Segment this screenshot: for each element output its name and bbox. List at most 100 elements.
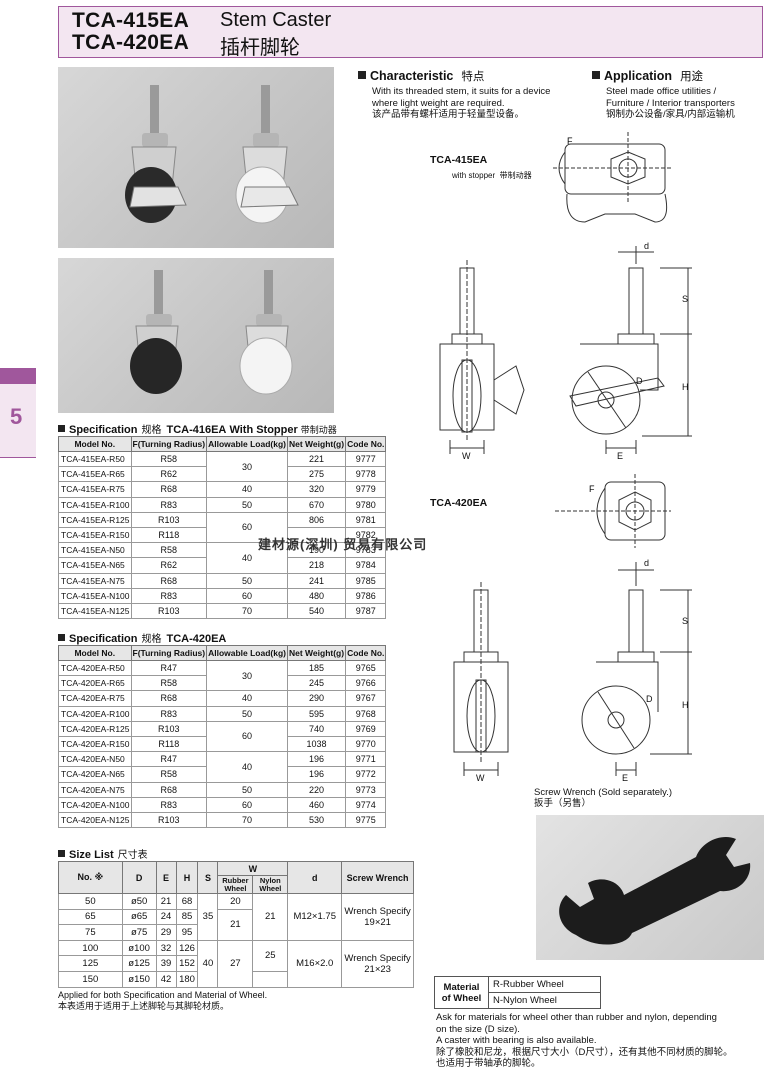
table-cell: 68: [175, 893, 199, 910]
table-cell: R58: [130, 542, 208, 559]
table-cell: ø150: [121, 970, 157, 988]
drawing-420-elevation: d S H D W E: [453, 558, 692, 782]
table-cell: 275: [286, 466, 347, 483]
table-cell: 40: [197, 939, 219, 988]
col-header: Model No.: [58, 645, 132, 661]
table-cell: TCA-420EA-R65: [58, 675, 132, 692]
col-header: F(Turning Radius): [130, 436, 208, 452]
table-cell: 150: [58, 970, 123, 988]
dim-label-d: d: [644, 558, 649, 568]
table-cell: M16×2.0: [287, 939, 343, 988]
table-cell: 9775: [345, 811, 387, 829]
table-cell: 35: [197, 893, 219, 941]
table-cell: R118: [130, 735, 208, 753]
table-cell: 95: [175, 924, 199, 941]
table-cell: TCA-420EA-N50: [58, 751, 132, 768]
table-cell: TCA-420EA-R50: [58, 659, 132, 677]
application-text: Steel made office utilities / Furniture …: [606, 86, 735, 121]
table-cell: TCA-420EA-R100: [58, 705, 132, 722]
table-row: Model No. F(Turning Radius) Allowable Lo…: [58, 436, 387, 452]
table-cell: d: [287, 861, 343, 894]
table-cell: 220: [286, 781, 347, 798]
dim-label-h: H: [682, 700, 689, 710]
table-cell: 29: [155, 924, 177, 941]
title-model-1: TCA-415EA: [72, 9, 190, 32]
drawing-label-tca415: TCA-415EA: [430, 154, 488, 166]
table-cell: 30: [206, 659, 288, 692]
table-cell: R68: [130, 690, 208, 707]
table-cell: 9765: [345, 659, 387, 677]
drawing-label-tca420: TCA-420EA: [430, 497, 488, 509]
table-row: Model No. F(Turning Radius) Allowable Lo…: [58, 645, 387, 661]
table-cell: [252, 970, 289, 988]
wrench-caption: Screw Wrench (Sold separately.) 扳手（另售）: [534, 787, 672, 809]
table-cell: R58: [130, 766, 208, 783]
table-cell: R47: [130, 751, 208, 768]
table-cell: 241: [286, 572, 347, 589]
table-cell: 670: [286, 496, 347, 513]
dim-label-f: F: [567, 136, 573, 146]
table-cell: 9780: [345, 496, 387, 513]
table-cell: ø75: [121, 924, 157, 941]
characteristic-title-cn: 特点: [461, 71, 485, 83]
table-cell: 40: [206, 481, 288, 498]
table-cell: E: [155, 861, 177, 894]
table-cell: 50: [58, 893, 123, 910]
size-list-note: Applied for both Specification and Mater…: [58, 990, 268, 1011]
table-cell: R83: [130, 796, 208, 813]
col-header: Code No.: [345, 645, 387, 661]
table-cell: 75: [58, 924, 123, 941]
title-model-2: TCA-420EA: [72, 31, 190, 54]
characteristic-line: 该产品带有螺杆适用于轻量型设备。: [372, 109, 525, 120]
table-cell: 9777: [345, 450, 387, 468]
table-cell: 1038: [286, 735, 347, 753]
table-cell: 50: [206, 781, 288, 798]
table-cell: 60: [206, 796, 288, 813]
drawing-420-top-view: F: [555, 474, 671, 548]
table-cell: R47: [130, 659, 208, 677]
table-cell: 9767: [345, 690, 387, 707]
dim-label-d-wheel: D: [636, 376, 643, 386]
application-line: Furniture / Interior transporters: [606, 97, 735, 109]
table-cell: 126: [175, 939, 199, 957]
col-header: Net Weight(g): [286, 645, 347, 661]
table-cell: N-Nylon Wheel: [488, 992, 601, 1009]
table-cell: 9778: [345, 466, 387, 483]
table-cell: R103: [130, 720, 208, 737]
table-cell: 9771: [345, 751, 387, 768]
application-line: 钢制办公设备/家具/内部运输机: [606, 109, 735, 120]
table-cell: No. ※: [58, 861, 123, 894]
table-row: Rubber Wheel Nylon Wheel: [59, 875, 414, 894]
table-cell: D: [121, 861, 157, 894]
col-header: Net Weight(g): [286, 436, 347, 452]
drawing-sublabel-stopper: with stopper 带制动器: [452, 171, 532, 180]
table-cell: 595: [286, 705, 347, 722]
table-cell: 221: [286, 450, 347, 468]
characteristic-text: With its threaded stem, it suits for a d…: [372, 86, 550, 121]
dim-label-h: H: [682, 382, 689, 392]
dim-label-w: W: [462, 451, 471, 461]
material-notes: Ask for materials for wheel other than r…: [436, 1012, 733, 1069]
table-cell: R68: [130, 781, 208, 798]
table-cell: 290: [286, 690, 347, 707]
table-cell: TCA-415EA-N100: [58, 587, 132, 604]
col-header: Allowable Load(kg): [206, 436, 288, 452]
side-tab-number: 5: [10, 404, 23, 429]
side-tab: [0, 384, 36, 458]
table-cell: R62: [130, 557, 208, 574]
